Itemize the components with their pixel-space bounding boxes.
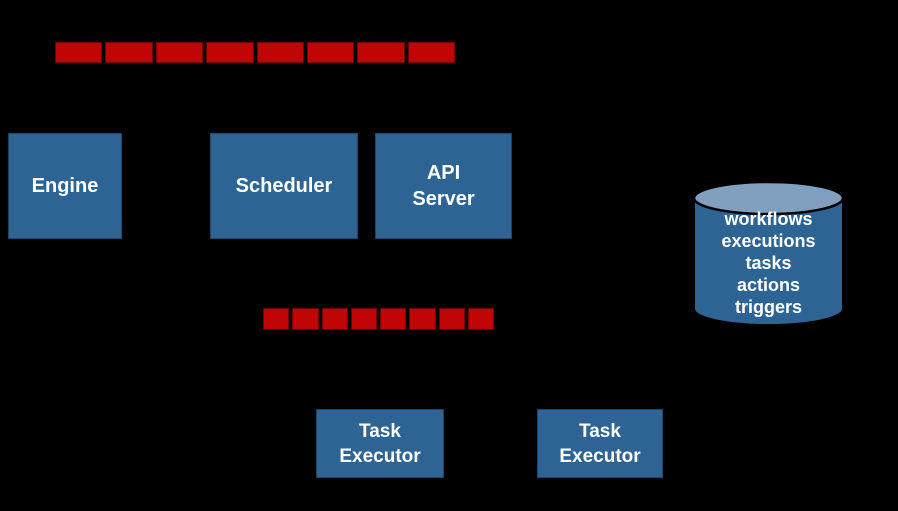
queue-segment <box>292 308 319 330</box>
api-server-box: API Server <box>375 133 512 239</box>
task-executor-label: Task Executor <box>559 420 641 467</box>
queue-segment <box>206 42 254 63</box>
queue-segment <box>263 308 290 330</box>
datastore-item-list: workflows executions tasks actions trigg… <box>692 208 845 318</box>
message-queue-middle <box>263 308 494 330</box>
queue-segment <box>380 308 407 330</box>
queue-segment <box>321 308 348 330</box>
queue-segment <box>256 42 304 63</box>
datastore-item: triggers <box>734 297 803 317</box>
queue-segment <box>407 42 455 63</box>
datastore-item: tasks <box>745 253 792 273</box>
message-queue-top <box>55 42 455 63</box>
datastore-item: workflows <box>724 209 813 229</box>
datastore-item: executions <box>721 231 816 251</box>
queue-segment <box>306 42 355 63</box>
queue-segment <box>55 42 103 63</box>
queue-segment <box>350 308 377 330</box>
scheduler-box: Scheduler <box>210 133 358 239</box>
queue-segment <box>409 308 436 330</box>
database-cylinder-icon <box>692 180 845 326</box>
engine-box: Engine <box>8 133 122 239</box>
queue-segment <box>155 42 204 63</box>
cylinder-top-ellipse <box>692 180 845 216</box>
task-executor-box-1: Task Executor <box>316 409 444 478</box>
queue-segment <box>467 308 494 330</box>
task-executor-box-2: Task Executor <box>537 409 663 478</box>
api-server-label: API Server <box>412 162 475 210</box>
queue-segment <box>438 308 465 330</box>
queue-segment <box>105 42 153 63</box>
database-cylinder: workflows executions tasks actions trigg… <box>692 179 845 329</box>
queue-segment <box>357 42 405 63</box>
datastore-item: actions <box>736 275 801 295</box>
engine-label: Engine <box>31 175 99 197</box>
task-executor-label: Task Executor <box>339 420 421 467</box>
scheduler-label: Scheduler <box>235 175 333 197</box>
cylinder-body <box>693 197 844 326</box>
